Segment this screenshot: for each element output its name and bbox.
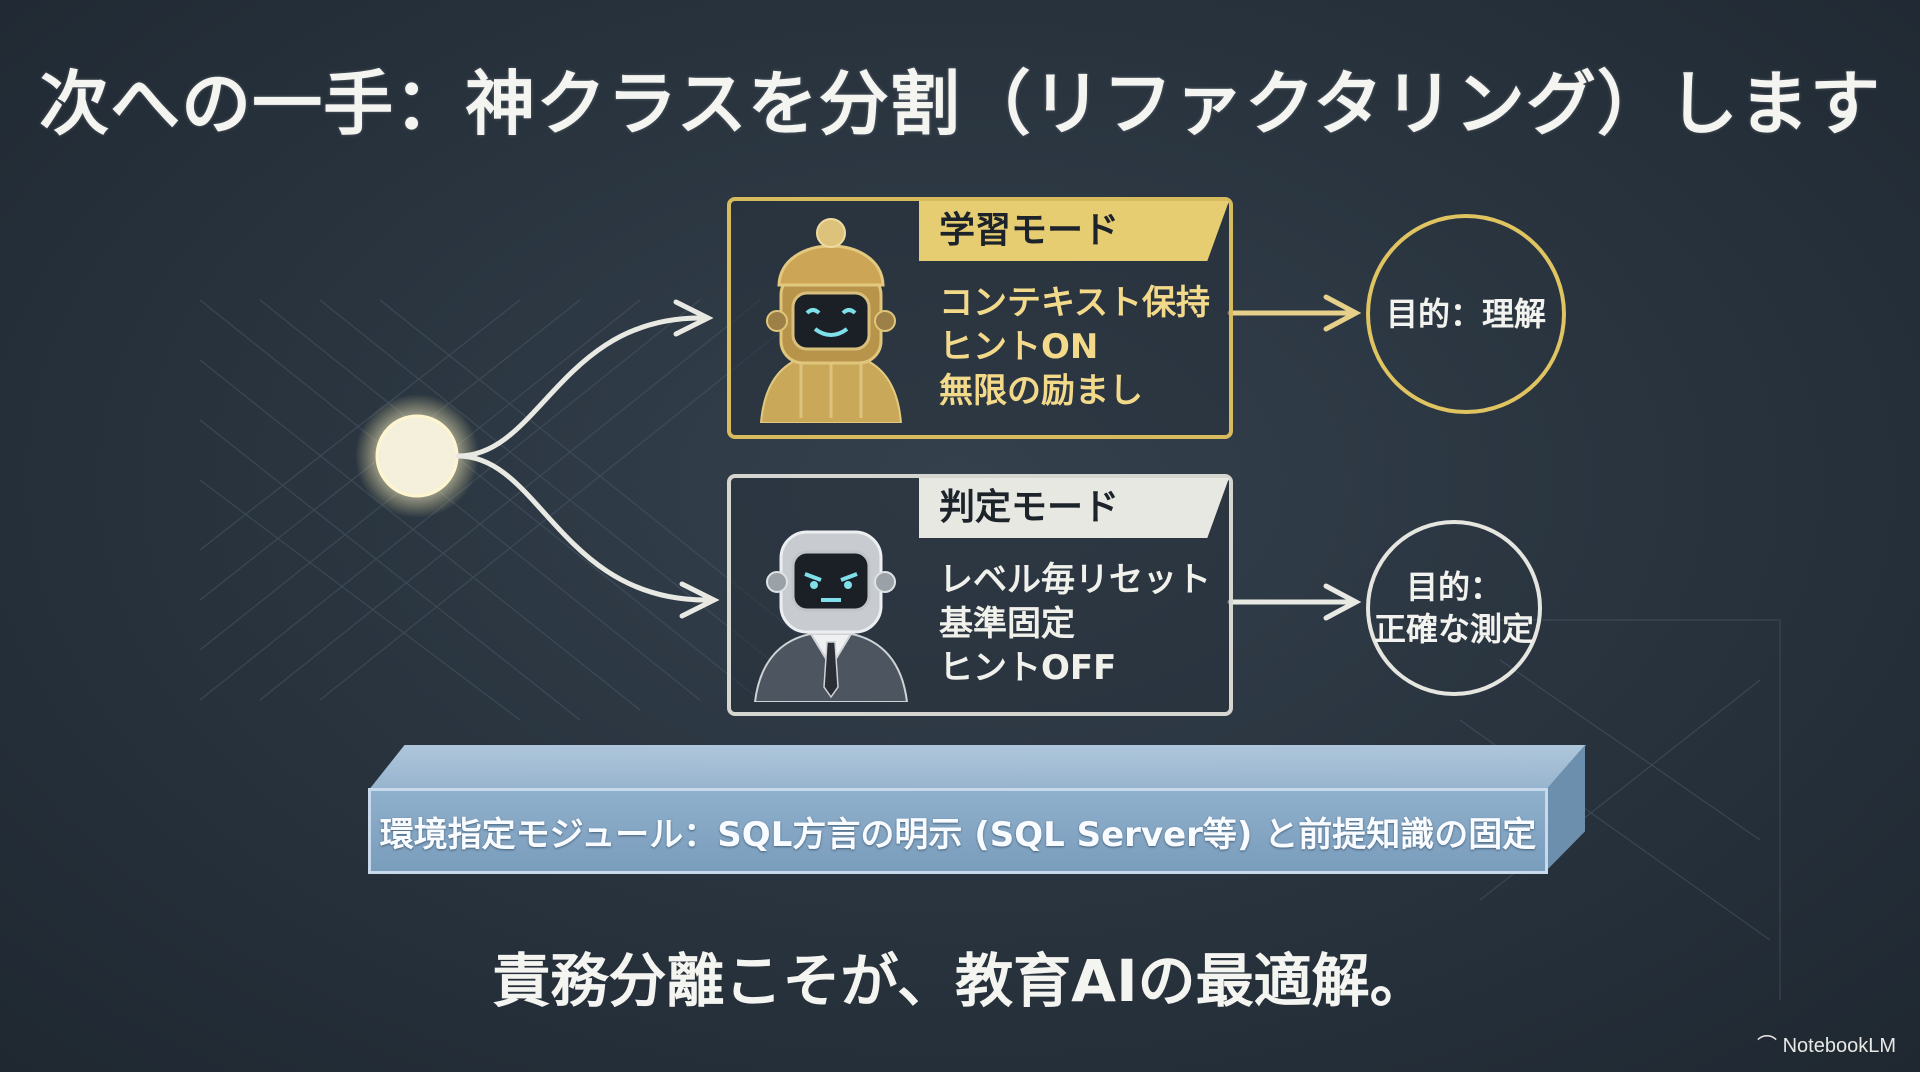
judge-feature-2: 基準固定 [939,604,1075,644]
judge-mode-features: レベル毎リセット 基準固定 ヒントOFF [939,558,1211,690]
brand-label: ⌒ NotebookLM [1757,1029,1896,1058]
judge-feature-1: レベル毎リセット [939,560,1211,600]
learning-feature-3: 無限の励まし [939,371,1143,411]
branch-arrow-top [455,299,714,459]
judge-mode-card: 判定モード レベル毎リセット 基準固定 ヒントOFF [727,474,1233,716]
goal-measurement-label-1: 目的： [1405,568,1502,606]
goal-arrow-top [1227,294,1362,332]
environment-module-top-face [368,745,1586,791]
learning-feature-1: コンテキスト保持 [939,283,1210,323]
page-title: 次への一手：神クラスを分割（リファクタリング）します [39,63,1881,145]
goal-understanding-circle: 目的：理解 [1366,214,1566,414]
goal-arrow-bottom [1227,583,1362,621]
learning-mode-header: 学習モード [919,201,1229,261]
goal-understanding-label: 目的：理解 [1385,295,1546,333]
learning-mode-card: 学習モード コンテキスト保持 ヒントON 無限の励まし [727,197,1233,439]
environment-module-bar: 環境指定モジュール：SQL方言の明示 (SQL Server等) と前提知識の固… [368,788,1548,874]
conclusion-text: 責務分離こそが、教育AIの最適解。 [492,947,1428,1015]
judge-mode-header: 判定モード [919,478,1229,538]
goal-measurement-label-2: 正確な測定 [1373,610,1534,648]
learning-mode-features: コンテキスト保持 ヒントON 無限の励まし [939,281,1210,413]
branch-arrow-bottom [455,453,720,619]
learning-feature-2: ヒントON [939,327,1099,367]
notebooklm-logo-icon: ⌒ [1757,1035,1783,1057]
judge-feature-3: ヒントOFF [939,648,1117,688]
origin-node-core [375,414,459,498]
goal-measurement-circle: 目的： 正確な測定 [1366,520,1542,696]
robot-knit-hat-icon [759,218,903,423]
brand-name: NotebookLM [1782,1035,1896,1057]
robot-suit-icon [753,530,909,702]
